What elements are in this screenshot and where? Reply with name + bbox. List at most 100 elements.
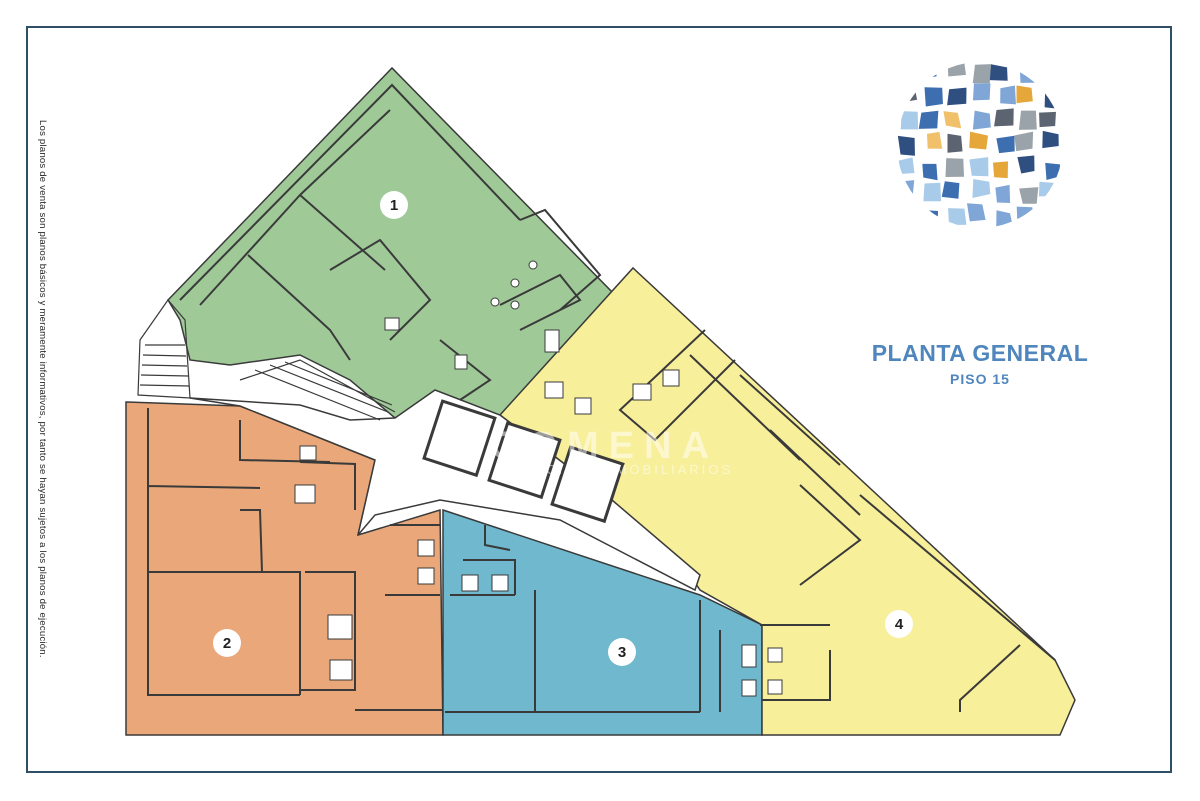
mosaic-tile: [996, 135, 1015, 154]
mosaic-tile: [1039, 111, 1056, 128]
mosaic-tile: [925, 43, 943, 61]
mosaic-tile: [897, 180, 915, 199]
mosaic-tile: [991, 37, 1008, 53]
mosaic-tile: [1070, 163, 1086, 182]
mosaic-tile: [1067, 131, 1085, 147]
mosaic-tile: [876, 59, 892, 77]
unit-3-marker: 3: [608, 638, 636, 666]
mosaic-tile: [1017, 155, 1035, 174]
mosaic-tile: [1042, 130, 1059, 149]
mosaic-tile: [918, 62, 937, 80]
mosaic-tile: [1063, 43, 1083, 59]
unit-1-marker: 1: [380, 191, 408, 219]
mosaic-tile: [1018, 110, 1037, 130]
mosaic-tile: [1044, 91, 1062, 110]
mosaic-tile: [900, 231, 917, 249]
mosaic-tile: [1045, 162, 1061, 180]
mosaic-tile: [995, 184, 1011, 204]
mosaic-tile: [941, 181, 960, 199]
mosaic-tile: [992, 161, 1009, 179]
mosaic-tile: [1015, 232, 1032, 250]
mosaic-tile: [1019, 67, 1036, 83]
mosaic-tile: [876, 182, 894, 198]
unit-2-walls: [147, 408, 443, 711]
mosaic-tile: [1018, 38, 1036, 54]
mosaic-tile: [966, 203, 986, 222]
mosaic-tile: [899, 210, 919, 228]
mosaic-tile: [972, 110, 991, 130]
unit-4-label: 4: [895, 616, 904, 633]
mosaic-tile: [969, 131, 989, 150]
mosaic-tile: [874, 211, 892, 227]
mosaic-tile: [900, 41, 919, 58]
mosaic-tile: [875, 83, 894, 102]
mosaic-tile: [1069, 62, 1086, 80]
mosaic-tile: [972, 83, 991, 101]
mosaic-circle-logo: [872, 37, 1087, 254]
unit-1-label: 1: [390, 197, 398, 214]
mosaic-tile: [876, 111, 895, 130]
mosaic-tile: [968, 42, 985, 60]
mosaic-tile: [972, 179, 991, 198]
disclaimer-note: Los planos de venta son planos básicos y…: [37, 120, 48, 658]
mosaic-tile: [921, 209, 939, 228]
mosaic-tile: [873, 39, 892, 57]
mosaic-tile: [1043, 66, 1060, 85]
mosaic-tile: [876, 138, 895, 155]
mosaic-tile: [1068, 182, 1085, 199]
mosaic-tile: [994, 108, 1014, 127]
mosaic-tile: [1038, 181, 1057, 197]
mosaic-tile: [1068, 236, 1087, 251]
mosaic-tile: [922, 163, 938, 181]
unit-4-walls: [544, 329, 1056, 712]
unit-4-marker: 4: [885, 610, 913, 638]
mosaic-tile: [947, 133, 963, 153]
unit-1-area[interactable]: [167, 66, 616, 419]
mosaic-tile: [898, 157, 915, 175]
mosaic-tile: [923, 182, 942, 202]
mosaic-tile: [1014, 131, 1034, 152]
mosaic-tile: [972, 64, 992, 84]
mosaic-tile: [1000, 85, 1016, 105]
mosaic-tile: [1016, 206, 1035, 226]
mosaic-tile: [1043, 227, 1061, 228]
plan-title-sub: PISO 15: [950, 371, 1010, 387]
mosaic-tile: [1070, 203, 1087, 222]
mosaic-tile: [945, 236, 965, 254]
mosaic-tile: [950, 38, 968, 57]
mosaic-tile: [1064, 115, 1081, 132]
plan-title-main: PLANTA GENERAL: [871, 340, 1089, 366]
watermark-subtext: NEGOCIOS INMOBILIARIOS: [496, 462, 734, 477]
mosaic-tile: [943, 111, 962, 129]
mosaic-tile: [948, 208, 967, 226]
mosaic-tile: [947, 87, 967, 106]
mosaic-tile: [989, 236, 1008, 252]
corridor: [189, 389, 701, 592]
stairwell: [137, 299, 191, 399]
mosaic-tile: [897, 64, 915, 85]
mosaic-tile: [945, 158, 965, 178]
mosaic-tile: [1019, 187, 1039, 204]
elevators: [422, 399, 625, 524]
mosaic-tile: [872, 161, 890, 178]
page-frame: [26, 26, 1172, 773]
mosaic-tile: [1046, 202, 1063, 222]
mosaic-tile: [921, 236, 937, 250]
mosaic-tile: [926, 131, 943, 149]
watermark-text: COMENA: [490, 425, 719, 467]
mosaic-tile: [897, 135, 915, 156]
unit-3-label: 3: [618, 644, 626, 661]
unit-3-walls: [445, 525, 757, 713]
mosaic-tile: [1016, 85, 1033, 104]
unit-1-walls: [179, 83, 602, 401]
mosaic-tile: [996, 210, 1013, 228]
unit-2-label: 2: [223, 635, 231, 652]
mosaic-tile: [918, 110, 939, 129]
mosaic-tile: [879, 230, 895, 247]
mosaic-tile: [967, 235, 987, 253]
mosaic-tile: [900, 111, 919, 130]
mosaic-tile: [947, 62, 966, 77]
mosaic-tile: [1046, 42, 1064, 59]
mosaic-tile: [989, 64, 1008, 81]
